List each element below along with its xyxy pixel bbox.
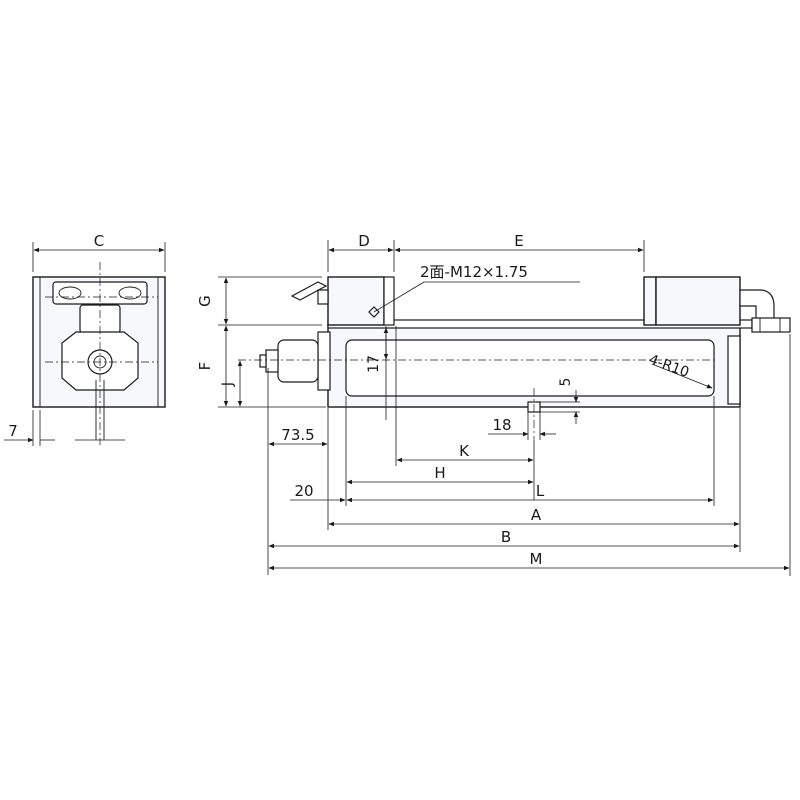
dimension-F: F <box>196 325 326 408</box>
fixed-jaw <box>327 276 385 326</box>
dimension-5: 5 <box>540 378 580 424</box>
dimension-D: D <box>327 232 395 272</box>
moving-jaw <box>643 276 657 326</box>
dimension-G: G <box>196 276 322 326</box>
end-view <box>32 262 166 445</box>
dimension-J: J <box>220 360 243 407</box>
label-18: 18 <box>492 416 511 434</box>
label-M: M <box>530 550 543 568</box>
dimension-A: A <box>328 408 741 552</box>
dimension-73-5: 73.5 <box>267 368 329 575</box>
dimension-K: K <box>395 326 534 466</box>
dimension-7: 7 <box>4 410 125 446</box>
dimension-17: 17 <box>366 326 389 420</box>
label-E: E <box>514 232 523 250</box>
spindle-cylinder <box>277 339 319 383</box>
elbow-fitting <box>739 289 775 321</box>
dimension-H: H <box>345 396 535 506</box>
dimension-E: E <box>394 232 645 272</box>
label-17: 17 <box>366 355 382 373</box>
end-view-jaw-slot-left <box>58 286 82 300</box>
label-L: L <box>536 482 545 500</box>
label-H: H <box>434 464 445 482</box>
label-20: 20 <box>294 482 313 500</box>
spindle-housing <box>317 331 331 391</box>
label-7: 7 <box>8 422 18 440</box>
side-view <box>238 276 791 440</box>
label-thread: 2面-M12×1.75 <box>420 263 528 281</box>
right-end-plate <box>727 335 741 405</box>
end-view-jaw-slot-right <box>118 286 142 300</box>
label-D: D <box>358 232 370 250</box>
label-73-5: 73.5 <box>281 426 314 444</box>
dimension-18: 18 <box>488 412 556 440</box>
label-A: A <box>531 506 542 524</box>
label-5: 5 <box>558 378 574 387</box>
clamp-lever <box>290 281 328 301</box>
dimension-B: B <box>268 528 740 549</box>
label-F: F <box>196 362 214 371</box>
label-C: C <box>94 232 104 250</box>
label-K: K <box>459 442 470 460</box>
side-view-slot <box>345 339 715 397</box>
dimension-C: C <box>32 232 166 272</box>
label-G: G <box>196 295 214 307</box>
right-stopper <box>751 317 791 333</box>
label-J: J <box>220 382 236 387</box>
dimension-M: M <box>268 334 791 576</box>
callout-thread: 2面-M12×1.75 <box>373 263 580 313</box>
label-B: B <box>501 528 511 546</box>
dimension-L: 20 L <box>290 396 715 506</box>
